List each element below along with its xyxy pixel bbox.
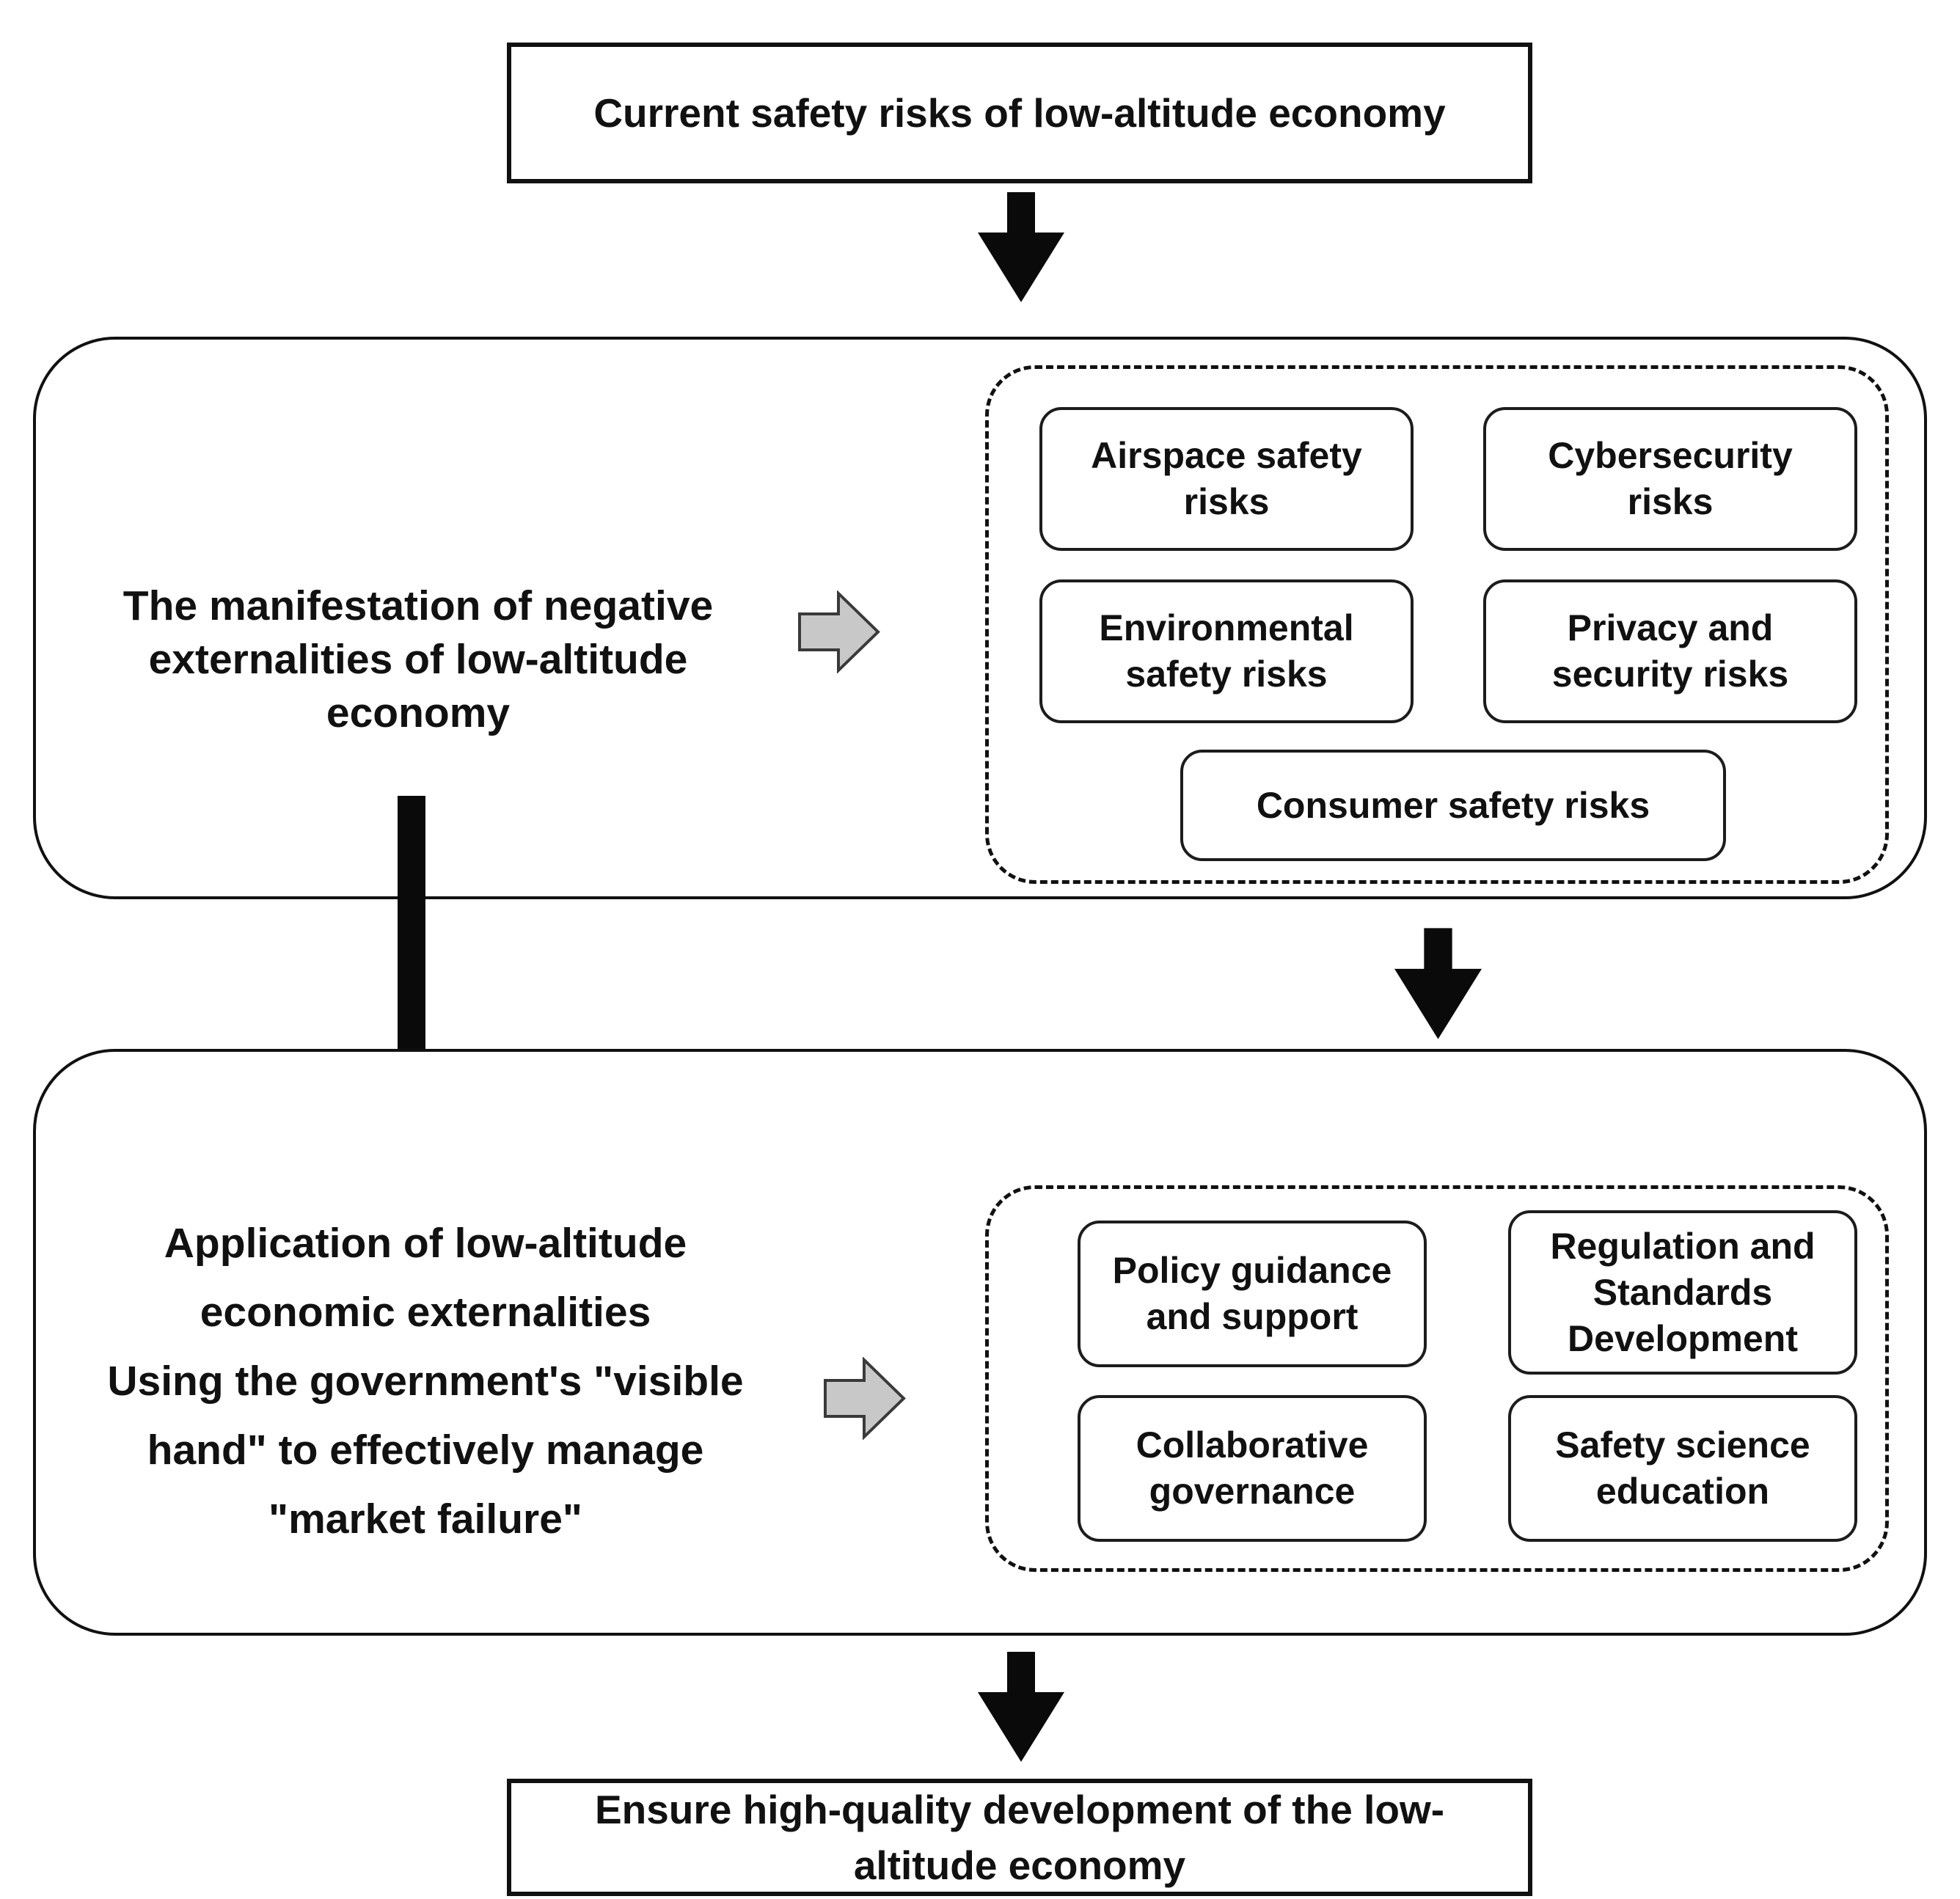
risk-box-consumer: Consumer safety risks: [1180, 750, 1726, 861]
stage1-label-line: The manifestation of negative: [122, 582, 714, 629]
measure-label: Safety science education: [1555, 1424, 1810, 1512]
bottom-box: Ensure high-quality development of the l…: [507, 1779, 1532, 1896]
stage1-label: The manifestation of negative externalit…: [51, 579, 785, 740]
measure-label: Regulation and Standards Development: [1550, 1225, 1815, 1359]
risk-label: Cybersecurity risks: [1548, 435, 1793, 522]
stage2-label-line: Using the government's "visible: [107, 1358, 744, 1405]
stage1-label-line: economy: [326, 689, 511, 736]
bottom-box-line: Ensure high-quality development of the l…: [594, 1787, 1445, 1832]
stage2-label-line: Application of low-altitude: [164, 1220, 687, 1267]
risk-label: Environmental safety risks: [1099, 607, 1354, 695]
right-arrow-icon: [798, 590, 880, 673]
risk-box-environmental: Environmental safety risks: [1039, 579, 1414, 723]
down-arrow-icon: [978, 192, 1064, 302]
stage2-label-line: economic externalities: [200, 1289, 651, 1336]
long-down-arrow-icon: [367, 796, 456, 1161]
top-box: Current safety risks of low-altitude eco…: [507, 43, 1532, 183]
measure-box-collaborative: Collaborative governance: [1078, 1395, 1427, 1542]
measure-box-policy: Policy guidance and support: [1078, 1221, 1427, 1367]
stage1-label-line: externalities of low-altitude: [148, 636, 688, 683]
bottom-box-line: altitude economy: [853, 1843, 1186, 1888]
measure-box-safety-education: Safety science education: [1508, 1395, 1857, 1542]
top-box-label: Current safety risks of low-altitude eco…: [593, 90, 1446, 136]
measure-label: Policy guidance and support: [1112, 1250, 1392, 1337]
stage2-label-line: "market failure": [268, 1496, 582, 1543]
risk-label: Consumer safety risks: [1256, 784, 1650, 826]
stage2-label-line: hand" to effectively manage: [147, 1427, 704, 1474]
risk-box-privacy: Privacy and security risks: [1483, 579, 1857, 723]
stage2-label: Application of low-altitude economic ext…: [51, 1209, 800, 1554]
measure-box-regulation: Regulation and Standards Development: [1508, 1210, 1857, 1375]
risk-box-cybersecurity: Cybersecurity risks: [1483, 407, 1857, 551]
risk-label: Privacy and security risks: [1551, 607, 1789, 695]
down-arrow-icon: [978, 1652, 1064, 1762]
measure-label: Collaborative governance: [1136, 1424, 1369, 1512]
risk-label: Airspace safety risks: [1091, 435, 1362, 522]
down-arrow-icon: [1394, 928, 1482, 1039]
risk-box-airspace: Airspace safety risks: [1039, 407, 1414, 551]
right-arrow-icon: [824, 1357, 906, 1440]
